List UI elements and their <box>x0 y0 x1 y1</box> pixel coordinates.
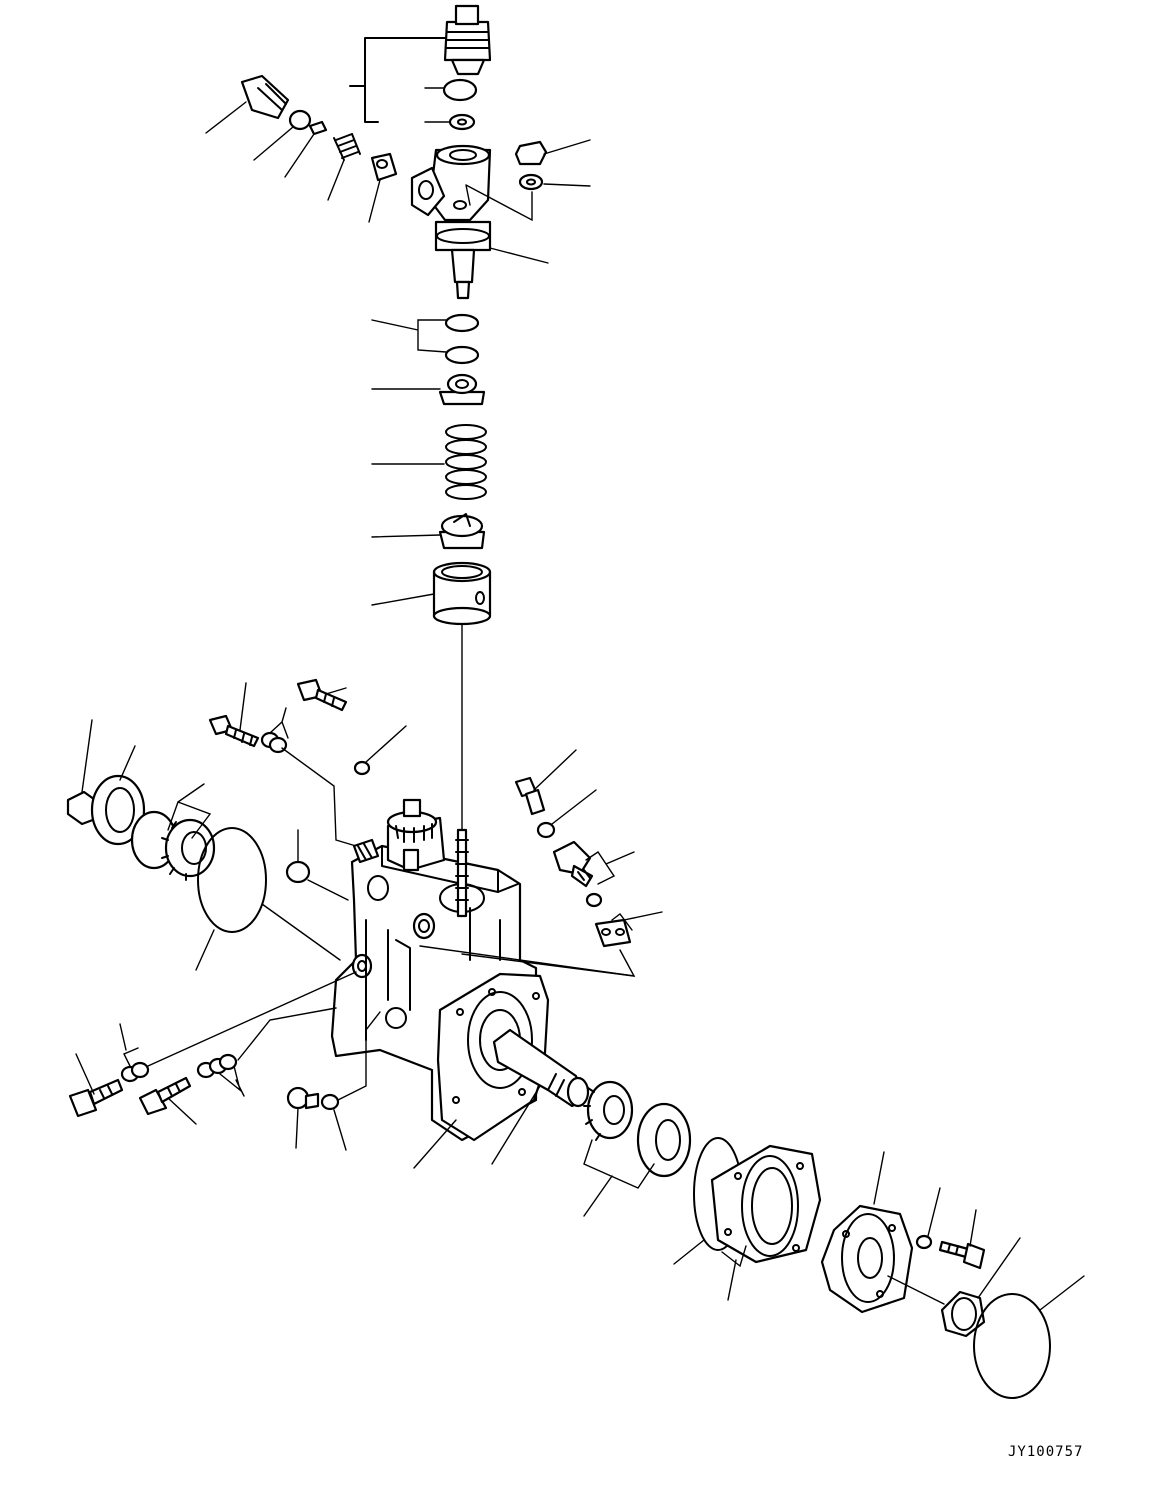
bolt-2[interactable] <box>296 678 348 712</box>
bracket-gasket-pair-1 <box>269 707 289 739</box>
gasket-pair-bottom-left[interactable] <box>120 1061 150 1083</box>
valve-pin[interactable] <box>308 120 328 136</box>
o-ring-plunger-2[interactable] <box>444 345 480 365</box>
o-ring-large-left[interactable] <box>197 827 267 933</box>
leader-barrel <box>489 247 549 264</box>
leader-end-cover <box>873 1151 885 1205</box>
leader-lower-spring-seat <box>371 534 441 538</box>
oil-seal[interactable] <box>940 1290 986 1338</box>
bolt-bottom-left[interactable] <box>68 1078 124 1118</box>
gear-drive[interactable] <box>583 1080 634 1141</box>
o-ring-plunger-1[interactable] <box>444 313 480 333</box>
o-ring-top[interactable] <box>442 78 478 102</box>
bracket-bearing-housing <box>721 1245 747 1301</box>
leader-small-bushing <box>81 719 93 793</box>
line-bolt-to-body <box>281 747 357 847</box>
leader-oil-seal <box>977 1237 1021 1299</box>
delivery-valve-holder[interactable] <box>443 4 492 76</box>
valve-spring[interactable] <box>333 133 361 161</box>
pressure-control-valve[interactable] <box>386 798 446 872</box>
drawing-code: JY100757 <box>1008 1444 1084 1460</box>
pump-head-barrel[interactable] <box>410 144 492 300</box>
o-ring-sensor[interactable] <box>585 892 603 908</box>
line-gasket-to-body <box>147 971 357 1067</box>
bracket-sensor-plate <box>611 911 663 931</box>
fitting-left-of-body[interactable] <box>352 838 380 864</box>
leader-valve-pin <box>284 133 315 178</box>
leader-thrust-washer <box>119 745 136 781</box>
leader-washer-bolt-2 <box>365 725 407 763</box>
bracket-sensor <box>585 851 635 885</box>
washer-sensor[interactable] <box>536 821 556 839</box>
leader-nut-right <box>543 139 591 155</box>
thrust-washer-drive[interactable] <box>636 1102 692 1178</box>
line-seal-to-cover <box>887 1275 945 1305</box>
leader-o-ring-large-left <box>195 929 215 971</box>
banjo-bolt-bottom[interactable] <box>138 1076 192 1116</box>
bracket-gasket-bottom-left <box>119 1023 139 1067</box>
bracket-gasket-bottom <box>219 1065 245 1097</box>
line-plug-to-body <box>337 1011 381 1101</box>
bracket-o-rings <box>371 319 447 353</box>
washer-end-cover[interactable] <box>915 1234 933 1250</box>
o-ring-small[interactable] <box>285 860 311 884</box>
leader-tappet <box>371 593 435 606</box>
leader-washer-sensor <box>551 789 597 825</box>
leader-pressure-valve <box>205 101 247 134</box>
stud-bolt[interactable] <box>455 828 469 918</box>
end-cover[interactable] <box>820 1204 914 1314</box>
o-ring-end[interactable] <box>973 1293 1051 1399</box>
nut-right[interactable] <box>514 140 548 166</box>
upper-spring-seat[interactable] <box>438 373 486 406</box>
leader-bolt-2 <box>325 687 347 695</box>
banjo-bolt-1[interactable] <box>208 714 260 748</box>
ball-seat[interactable] <box>288 109 312 131</box>
bracket-drive-gears <box>583 1139 655 1217</box>
line-o-ring-large <box>261 903 341 961</box>
thrust-washer[interactable] <box>90 774 146 846</box>
leader-banjo-bolt-bottom <box>167 1097 197 1125</box>
sensor-plate[interactable] <box>594 918 632 948</box>
leader-o-ring-end <box>1039 1275 1085 1311</box>
leader-ball-seat <box>253 126 294 161</box>
leader-valve-cap <box>368 179 381 223</box>
leader-plug-screw <box>295 1107 299 1149</box>
leader-washer-right <box>543 183 591 187</box>
pressure-valve-body[interactable] <box>240 74 290 120</box>
leader-bolt-bottom-left <box>75 1053 95 1095</box>
washer-right[interactable] <box>518 173 544 191</box>
bracket-gears-left <box>167 783 212 839</box>
line-sensor-plate-body <box>461 953 635 977</box>
leader-flange <box>413 1119 457 1169</box>
gasket-pair-bottom[interactable] <box>196 1053 238 1079</box>
lower-spring-seat[interactable] <box>438 513 486 550</box>
leader-o-ring-drive <box>673 1239 705 1265</box>
tappet[interactable] <box>432 561 492 626</box>
plunger-spring[interactable] <box>445 424 487 500</box>
plug-screw[interactable] <box>286 1086 320 1110</box>
line-o-ring-small <box>307 879 349 901</box>
bracket-barrel <box>465 184 533 222</box>
bolt-end-cover[interactable] <box>938 1240 986 1270</box>
gasket-pair-1[interactable] <box>260 731 288 754</box>
valve-cap[interactable] <box>370 152 398 182</box>
leader-washer-plug <box>333 1109 347 1151</box>
drive-shaft[interactable] <box>492 1028 590 1108</box>
bolt-sensor[interactable] <box>514 776 546 816</box>
leader-valve-spring <box>327 159 345 201</box>
line-gasket-bottom-body <box>237 1007 337 1061</box>
leader-drive-shaft <box>491 1085 541 1165</box>
washer-top[interactable] <box>448 113 476 131</box>
leader-banjo-bolt-1 <box>239 682 247 731</box>
bracket-delivery-valve <box>349 37 446 123</box>
washer-plug[interactable] <box>320 1093 340 1111</box>
leader-washer-end-cover <box>927 1187 941 1237</box>
leader-bolt-end-cover <box>969 1209 977 1247</box>
temperature-sensor[interactable] <box>552 840 594 888</box>
leader-bolt-sensor <box>533 749 577 791</box>
bearing-housing[interactable] <box>710 1144 822 1264</box>
washer-bolt-2[interactable] <box>353 760 371 776</box>
